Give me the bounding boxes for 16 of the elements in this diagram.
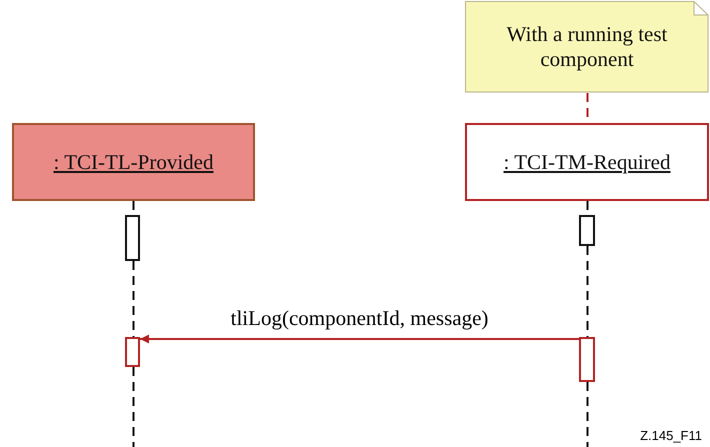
message-arrow xyxy=(140,334,579,344)
object-box xyxy=(465,123,709,201)
lifeline xyxy=(586,246,588,337)
note-text: With a running test component xyxy=(506,22,668,72)
activation-bar xyxy=(579,215,595,246)
activation-bar xyxy=(579,337,595,382)
activation-bar xyxy=(125,337,140,367)
figure-id: Z.145_F11 xyxy=(640,428,702,443)
object-name: : TCI-TL-Provided xyxy=(53,150,214,174)
note-box xyxy=(465,1,709,93)
object-name: : TCI-TM-Required xyxy=(504,150,670,174)
lifeline xyxy=(132,261,134,337)
activation-bar xyxy=(125,215,140,261)
object-box xyxy=(12,123,255,201)
lifeline xyxy=(132,367,134,447)
lifeline xyxy=(586,382,588,447)
